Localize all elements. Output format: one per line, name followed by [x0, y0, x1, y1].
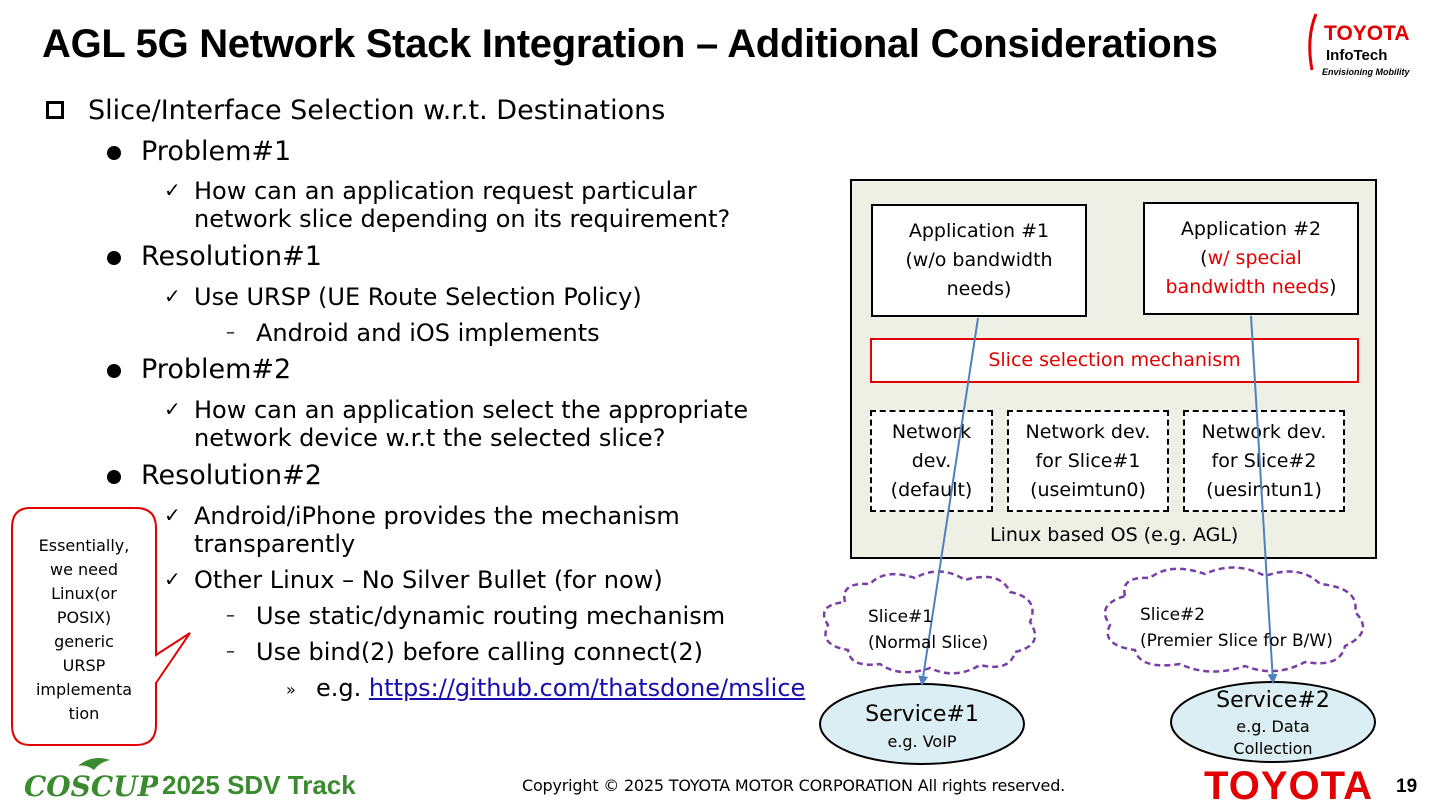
logo-line1: TOYOTA	[1324, 22, 1410, 45]
application-2-box: Application #2 (w/ special bandwidth nee…	[1143, 202, 1359, 315]
arrow-app2-to-service2	[1250, 315, 1278, 684]
logo-arc-icon	[1308, 13, 1318, 71]
check-icon: ✓	[164, 567, 181, 591]
example-prefix: e.g.	[316, 674, 362, 702]
callout-line: Essentially,	[38, 536, 130, 555]
resolution2-sub2: Use bind(2) before calling connect(2)	[256, 638, 703, 666]
app1-line2: (w/o bandwidth	[905, 249, 1053, 271]
bullet-dot-icon	[107, 470, 121, 484]
resolution2-item1-line1: Android/iPhone provides the mechanism	[194, 502, 680, 530]
app2-red1: w/ special	[1207, 247, 1302, 269]
app2-open: (	[1200, 247, 1208, 269]
resolution2-item1-line2: transparently	[194, 530, 356, 558]
netdev-default-line2: dev.	[911, 449, 952, 472]
netdev-s1-line1: Network dev.	[1025, 420, 1151, 443]
coscup-logo: COSCUP	[24, 758, 158, 802]
problem1-question-line2: network slice depending on its requireme…	[194, 205, 731, 233]
page-title: AGL 5G Network Stack Integration – Addit…	[42, 22, 1218, 66]
netdev-s2-line2: for Slice#2	[1211, 449, 1317, 472]
callout-line: tion	[68, 704, 100, 723]
resolution1-sub: Android and iOS implements	[256, 319, 600, 347]
service2-sub2: Collection	[1233, 739, 1313, 758]
callout-line: generic	[54, 632, 114, 651]
problem2-label: Problem#2	[141, 354, 292, 385]
slice1-line1: Slice#1	[868, 607, 934, 627]
problem1-label: Problem#1	[141, 136, 292, 167]
problem2-question-line1: How can an application select the approp…	[194, 396, 749, 424]
coscup-logo-text: COSCUP	[24, 770, 158, 802]
resolution1-label: Resolution#1	[141, 241, 322, 272]
slice1-label: Slice#1 (Normal Slice)	[868, 604, 988, 656]
callout-text: Essentially, we need Linux(or POSIX) gen…	[20, 534, 148, 726]
netdev-s1-line2: for Slice#1	[1035, 449, 1141, 472]
netdev-s1-line3: (useimtun0)	[1030, 478, 1146, 501]
service1-label: Service#1 e.g. VoIP	[822, 700, 1022, 754]
example-line: e.g. https://github.com/thatsdone/mslice	[316, 674, 805, 702]
slice1-line2: (Normal Slice)	[868, 633, 989, 653]
slice2-label: Slice#2 (Premier Slice for B/W)	[1140, 602, 1333, 654]
check-icon: ✓	[164, 284, 181, 308]
bullet-dot-icon	[107, 364, 121, 378]
slice-selection-mechanism-box: Slice selection mechanism	[870, 338, 1359, 383]
dash-bullet-icon: –	[226, 605, 235, 626]
callout-line: POSIX)	[56, 608, 112, 627]
arrow-app1-to-service1	[918, 317, 979, 686]
callout-bubble	[11, 507, 191, 746]
slice2-line1: Slice#2	[1140, 605, 1206, 625]
dash-bullet-icon: –	[226, 641, 235, 662]
problem2-question-line2: network device w.r.t the selected slice?	[194, 424, 666, 452]
callout-line: URSP	[62, 656, 106, 675]
resolution2-item2: Other Linux – No Silver Bullet (for now)	[194, 566, 663, 594]
resolution2-label: Resolution#2	[141, 460, 322, 491]
callout-shape	[11, 507, 191, 746]
dash-bullet-icon: –	[226, 322, 235, 343]
netdev-s2-line1: Network dev.	[1201, 420, 1327, 443]
coscup-leaf-icon	[78, 758, 110, 770]
toyota-infotech-logo: TOYOTA InfoTech Envisioning Mobility	[1308, 13, 1410, 77]
mslice-github-link[interactable]: https://github.com/thatsdone/mslice	[368, 674, 806, 702]
square-bullet-icon	[46, 101, 64, 119]
service2-label: Service#2 e.g. Data Collection	[1173, 686, 1373, 760]
app1-line3: needs)	[946, 278, 1012, 300]
bullet-dot-icon	[107, 146, 121, 160]
netdev-default-line1: Network	[891, 420, 972, 443]
check-icon: ✓	[164, 397, 181, 421]
slice2-line2: (Premier Slice for B/W)	[1140, 631, 1333, 651]
bullet-dot-icon	[107, 251, 121, 265]
app2-line1: Application #2	[1180, 218, 1322, 240]
netdev-default-box: Network dev. (default)	[870, 410, 993, 512]
application-1-box: Application #1 (w/o bandwidth needs)	[871, 204, 1087, 317]
service2-title: Service#2	[1216, 688, 1330, 713]
logo-line3: Envisioning Mobility	[1322, 67, 1410, 77]
resolution1-item: Use URSP (UE Route Selection Policy)	[194, 283, 642, 311]
check-icon: ✓	[164, 503, 181, 527]
netdev-slice2-box: Network dev. for Slice#2 (uesimtun1)	[1183, 410, 1345, 512]
callout-line: Linux(or	[51, 584, 117, 603]
copyright-text: Copyright © 2025 TOYOTA MOTOR CORPORATIO…	[522, 776, 1066, 795]
check-icon: ✓	[164, 178, 181, 202]
resolution2-sub1: Use static/dynamic routing mechanism	[256, 602, 726, 630]
heading-slice-selection: Slice/Interface Selection w.r.t. Destina…	[88, 95, 666, 126]
toyota-brand-logo: TOYOTA	[1204, 764, 1373, 808]
service2-sub1: e.g. Data	[1236, 717, 1310, 736]
slice2-cloud	[1103, 566, 1365, 673]
service1-title: Service#1	[865, 702, 979, 727]
app2-red2: bandwidth needs	[1165, 276, 1330, 298]
linux-os-label: Linux based OS (e.g. AGL)	[990, 524, 1239, 546]
page-number: 19	[1396, 776, 1418, 797]
callout-line: implementa	[35, 680, 133, 699]
problem1-question-line1: How can an application request particula…	[194, 177, 697, 205]
track-label: 2025 SDV Track	[162, 770, 356, 800]
netdev-slice1-box: Network dev. for Slice#1 (useimtun0)	[1007, 410, 1169, 512]
netdev-s2-line3: (uesimtun1)	[1206, 478, 1322, 501]
raquo-bullet-icon: »	[286, 680, 296, 699]
app1-line1: Application #1	[908, 220, 1050, 242]
service1-sub: e.g. VoIP	[887, 732, 957, 751]
slice1-cloud	[822, 570, 1037, 675]
app2-close: )	[1329, 276, 1337, 298]
callout-line: we need	[50, 560, 118, 579]
logo-line2: InfoTech	[1326, 47, 1387, 64]
